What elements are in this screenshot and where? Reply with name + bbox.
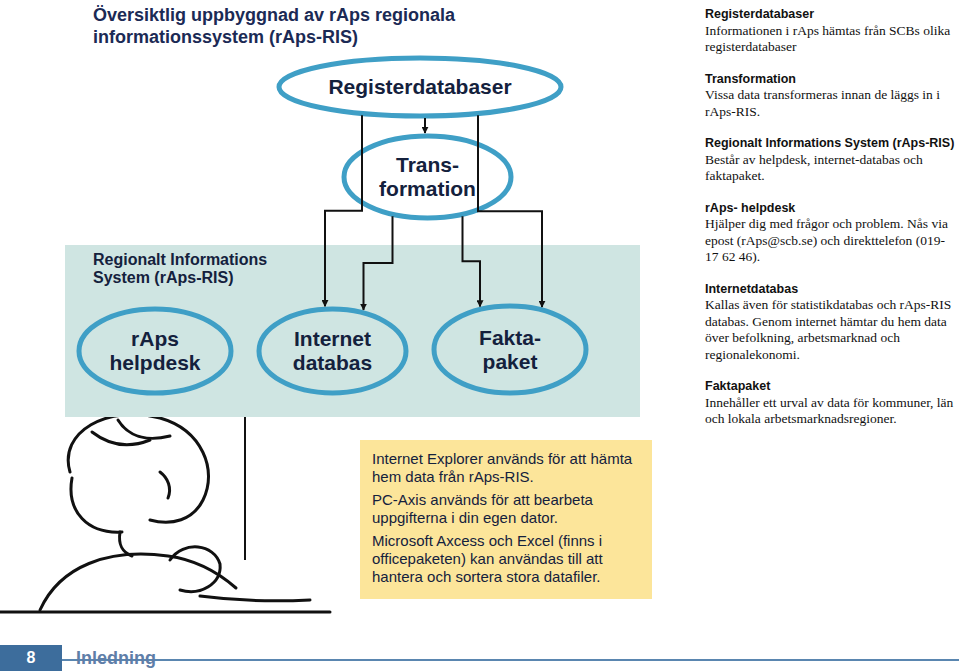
text-holder: Regionalt Informations System (rAps-RIS) [93,251,305,287]
side-heading: Registerdatabaser [705,6,955,23]
flow-arrow [463,216,481,306]
side-body: Vissa data transformeras innan de läggs … [705,87,955,120]
node-label: Fakta- paket [460,326,560,374]
flow-arrow [478,115,542,307]
system-band: Regionalt Informations System (rAps-RIS)… [65,245,640,417]
side-heading: Internetdatabas [705,281,955,298]
side-column: RegisterdatabaserInformationen i rAps hä… [705,6,955,428]
text-holder: rAps helpdesk [75,305,235,397]
side-body: Kallas även för statistikdatabas och rAp… [705,297,955,363]
process-ellipse: Trans- formation [340,132,515,222]
side-heading: Transformation [705,71,955,88]
node-label: rAps helpdesk [99,327,211,375]
side-heading: Regionalt Informations System (rAps-RIS) [705,135,955,152]
ellipse-ring [79,309,231,393]
text-holder: Internet Explorer används för att hämta … [372,450,640,586]
side-body: Innehåller ett urval av data för kommune… [705,395,955,428]
ellipse-ring [259,309,406,393]
text-holder: Fakta- paket [430,302,590,397]
service-ellipse: Fakta- paket [430,302,590,397]
node-label: Regionalt Informations System (rAps-RIS) [93,251,305,287]
node-label: Internet databas [278,327,388,375]
database-ellipse: Registerdatabaser [275,54,565,120]
service-ellipse: Internet databas [255,305,410,397]
flow-arrow [424,118,426,133]
side-body: Informationen i rAps hämtas från SCBs ol… [705,23,955,56]
text-holder: Internet databas [255,305,410,397]
ellipse-ring [344,136,511,218]
tools-box: Internet Explorer används för att hämta … [360,440,652,599]
note-text: Internet Explorer används för att hämta … [372,450,640,486]
section-name: Inledning [76,647,156,669]
flow-arrow [325,115,362,306]
ellipse-ring [279,58,561,116]
diagram-title: Översiktlig uppbyggnad av rAps regionala… [93,4,563,48]
side-heading: Faktapaket [705,378,955,395]
service-ellipse: rAps helpdesk [75,305,235,397]
footer-rule [62,659,959,661]
node-label: Trans- formation [369,153,487,201]
page-number: 8 [0,645,62,671]
node-label: Registerdatabaser [328,75,511,99]
ellipse-ring [434,306,586,393]
person-drawing [0,414,330,612]
text-holder: Registerdatabaser [275,54,565,120]
note-text: PC-Axis används för att bearbeta uppgift… [372,491,640,527]
band-fill [65,245,640,417]
side-body: Hjälper dig med frågor och problem. Nås … [705,216,955,266]
text-holder: Trans- formation [340,132,515,222]
side-heading: rAps- helpdesk [705,200,955,217]
note-text: Microsoft Axcess och Excel (finns i offi… [372,532,640,586]
flow-arrow [364,216,393,310]
side-body: Består av helpdesk, internet-databas och… [705,152,955,185]
